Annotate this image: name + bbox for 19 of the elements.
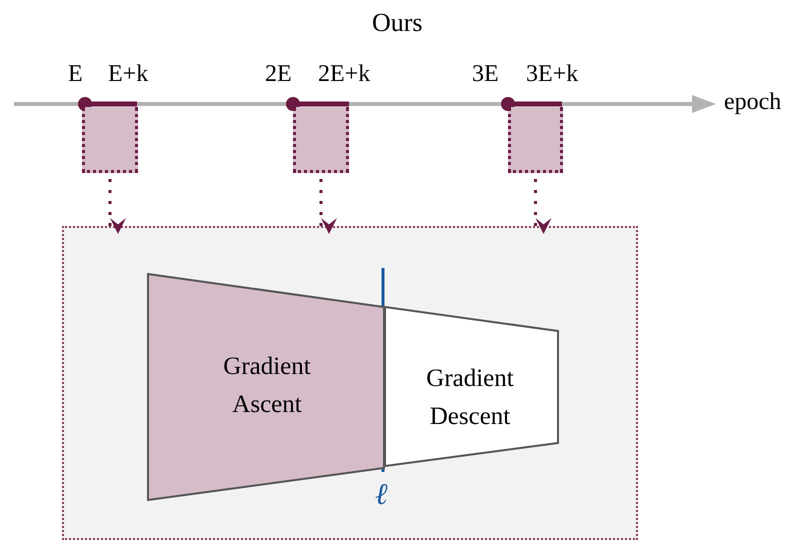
epoch-label: E+k <box>108 62 148 86</box>
epoch-label: 3E+k <box>526 62 578 86</box>
dotted-arrow <box>108 179 126 234</box>
layer-symbol: ℓ <box>375 480 388 510</box>
axis-label: epoch <box>724 90 782 114</box>
shaded-interval-box <box>293 107 349 173</box>
epoch-label: 3E <box>472 62 499 86</box>
title: Ours <box>372 10 423 36</box>
section-label: Gradient Descent <box>425 364 515 432</box>
epoch-label: E <box>68 62 83 86</box>
dotted-arrow <box>320 179 337 234</box>
epoch-label: 2E <box>265 62 292 86</box>
shaded-interval-box <box>508 107 563 173</box>
dotted-container <box>62 226 638 540</box>
dotted-arrow <box>534 179 552 234</box>
shaded-interval-box <box>82 107 138 173</box>
section-label: Gradient Ascent <box>222 352 312 420</box>
epoch-label: 2E+k <box>318 62 370 86</box>
trapezoid-section <box>385 305 559 468</box>
